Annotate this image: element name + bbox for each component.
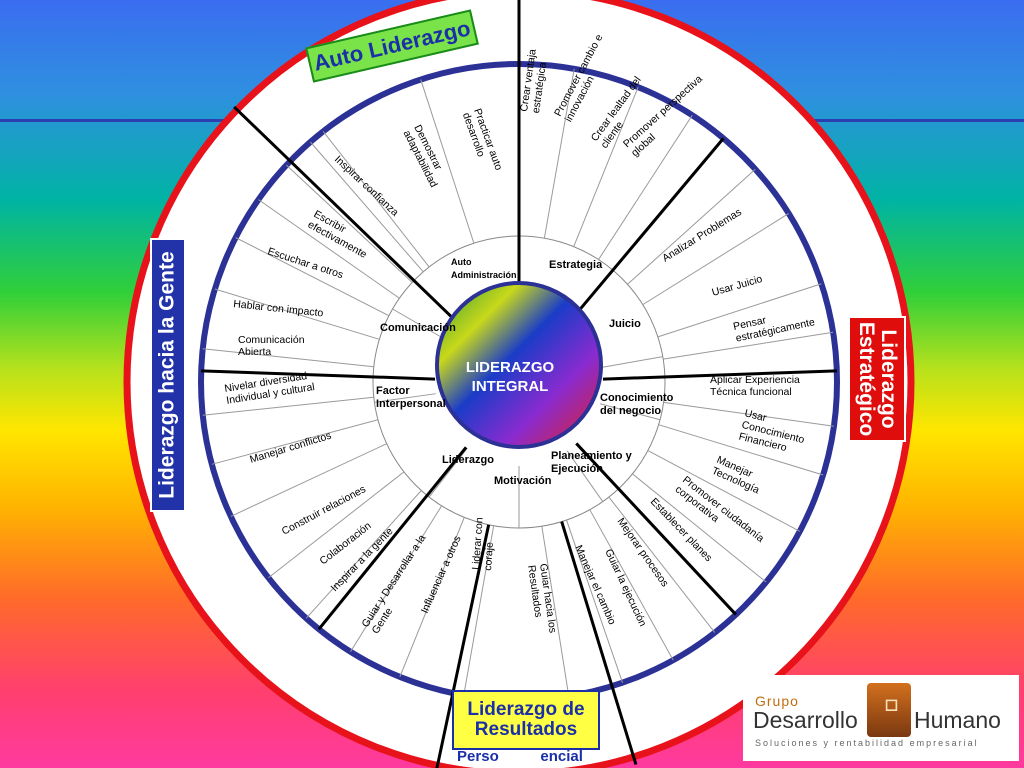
liderazgo-gente-label: Liderazgo hacia la Gente [155, 251, 179, 499]
ring-divider-3 [600, 403, 661, 421]
thin-dividers [202, 68, 834, 697]
ring-label-8: Comunicación [380, 322, 456, 334]
cell-divider-25 [202, 348, 374, 368]
logo-group-text: Grupo [755, 693, 799, 709]
ring-label-6: Liderazgo [442, 454, 494, 466]
cell-divider-22 [230, 443, 387, 517]
cell-divider-0 [309, 141, 424, 273]
logo-tagline: Soluciones y rentabilidad empresarial [755, 738, 979, 748]
person-figure-icon: ⸋ [884, 695, 899, 728]
section-spoke-8 [233, 105, 460, 325]
cell-divider-27 [235, 237, 390, 317]
cell-divider-23 [211, 419, 379, 465]
cell-divider-14 [589, 509, 674, 661]
thick-spokes [201, 0, 837, 768]
center-circle [435, 281, 603, 449]
cell-divider-11 [647, 450, 801, 532]
liderazgo-estrategico-badge: Liderazgo Estratégico [848, 316, 906, 442]
cell-divider-6 [642, 213, 789, 306]
cell-divider-8 [663, 331, 834, 360]
cell-divider-24 [202, 396, 374, 416]
section-spoke-1 [571, 137, 725, 319]
logo-name-right: Humano [914, 707, 1001, 733]
ring-label-2: Juicio [609, 318, 641, 330]
cell-divider-30 [322, 131, 430, 268]
ring-label-1: Estrategia [549, 259, 603, 271]
company-logo: Grupo Desarrollo ⸋ Humano Soluciones y r… [743, 675, 1019, 761]
cell-divider-4 [598, 115, 693, 260]
cell-divider-13 [608, 496, 716, 633]
cell-divider-20 [305, 490, 422, 619]
cell-divider-2 [543, 68, 575, 239]
cell-divider-9 [663, 401, 834, 427]
partially-hidden-label: Perso encial [457, 748, 583, 765]
cell-divider-3 [573, 86, 639, 247]
cell-divider-26 [214, 288, 380, 340]
ring-divider-7 [374, 393, 436, 403]
section-spoke-3 [575, 442, 737, 616]
ring-divider-8 [392, 308, 447, 341]
section-spoke-5 [435, 524, 491, 768]
cell-divider-17 [463, 525, 495, 696]
competency-label-19: Liderar concoraje [470, 517, 498, 571]
section-spoke-7 [201, 369, 436, 381]
cell-divider-1 [420, 79, 475, 244]
section-spoke-2 [602, 369, 837, 381]
liderazgo-resultados-line1: Liderazgo de [467, 699, 585, 721]
cell-divider-19 [350, 505, 443, 652]
cell-divider-7 [657, 283, 822, 338]
cell-divider-10 [658, 424, 824, 476]
section-spoke-4 [560, 521, 638, 765]
cell-divider-5 [627, 168, 756, 285]
cell-divider-28 [258, 199, 400, 299]
cell-divider-21 [268, 471, 405, 579]
liderazgo-gente-badge: Liderazgo hacia la Gente [150, 238, 186, 512]
logo-name-left: Desarrollo [753, 707, 858, 733]
liderazgo-resultados-line2: Resultados [474, 719, 578, 740]
liderazgo-estrategico-label: Liderazgo Estratégico [855, 321, 901, 437]
ring-divider-6 [428, 447, 468, 498]
ring-divider-4 [566, 450, 604, 502]
ring-label-5: Motivación [494, 475, 552, 487]
cell-divider-15 [566, 519, 624, 683]
liderazgo-resultados-badge: Liderazgo de Resultados [452, 690, 600, 750]
cell-divider-12 [632, 473, 767, 583]
section-spoke-6 [317, 446, 468, 631]
center-title-line2: INTEGRAL [472, 378, 549, 395]
cell-divider-29 [286, 164, 413, 283]
cell-divider-18 [399, 517, 465, 678]
ring-divider-2 [601, 356, 663, 368]
cell-divider-16 [541, 526, 570, 697]
center-title-line1: LIDERAZGO [466, 359, 555, 376]
logo-figure-icon [867, 683, 911, 737]
